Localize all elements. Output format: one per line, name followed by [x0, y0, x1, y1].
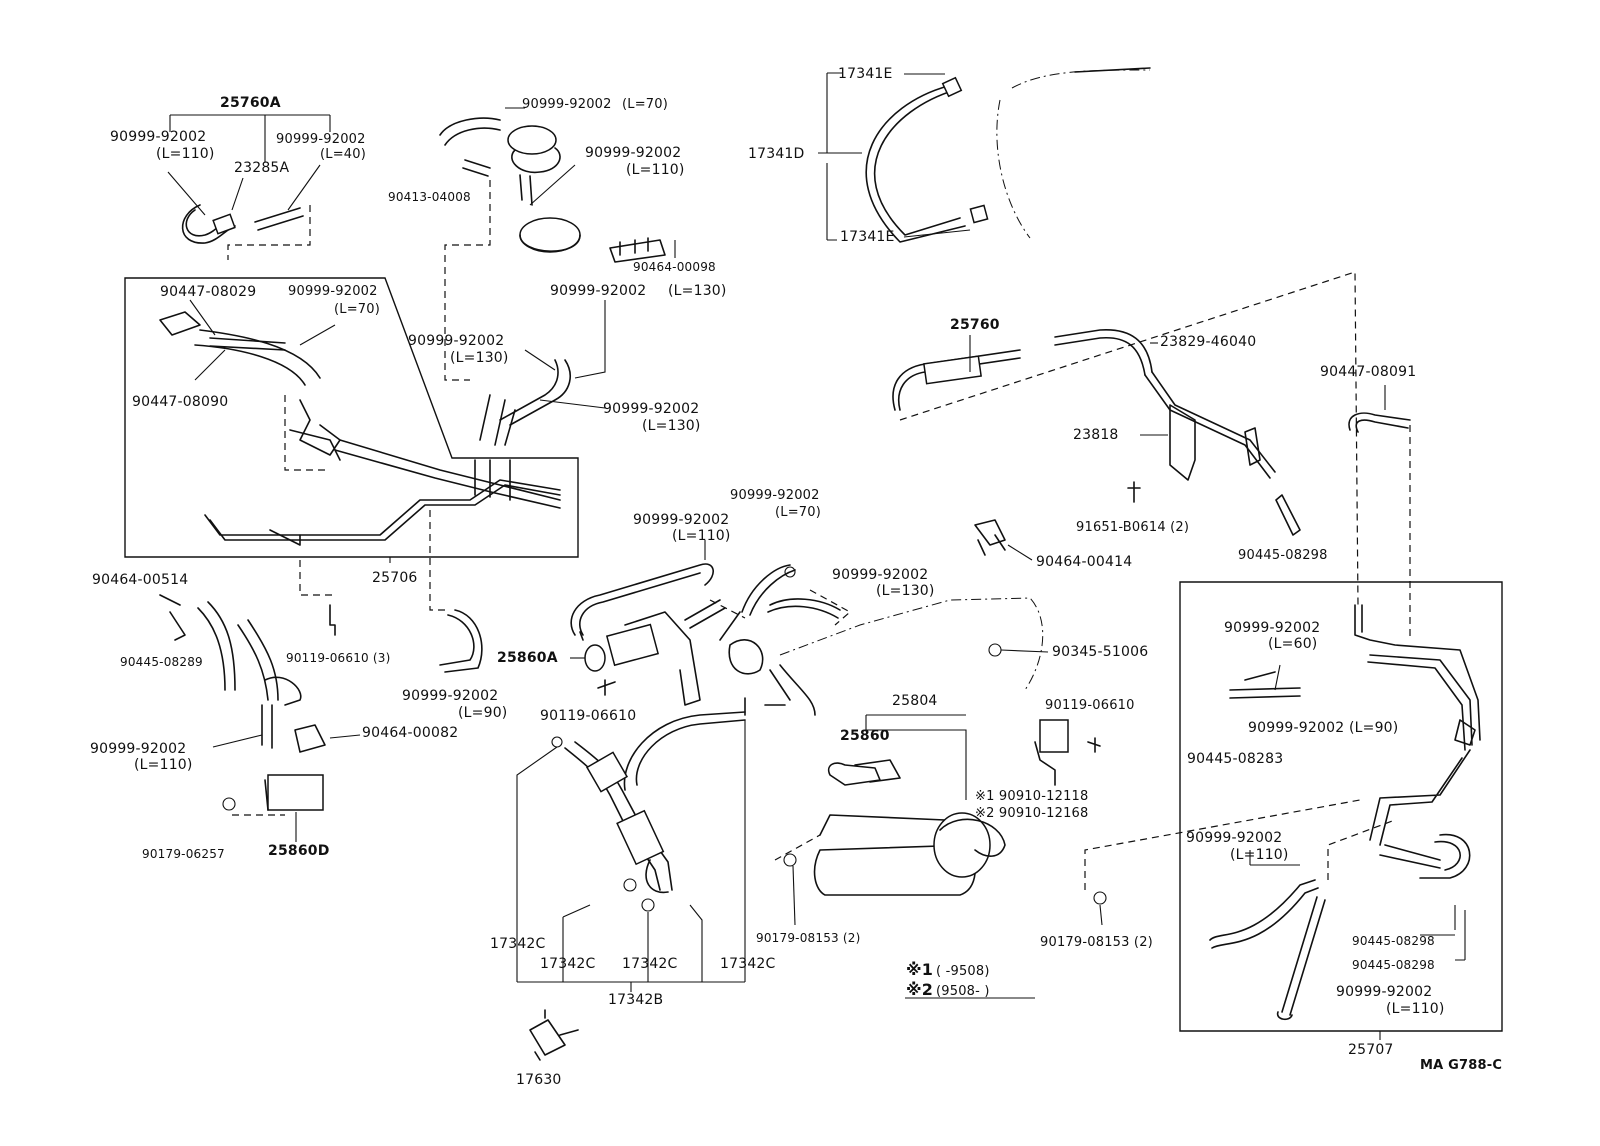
- label-17341e-bottom: 17341E: [840, 229, 895, 245]
- label-hose-110-e-length: (L=110): [1386, 1001, 1445, 1017]
- legend-key-1: ※1: [906, 960, 934, 979]
- label-17630: 17630: [516, 1072, 562, 1088]
- label-90119-06610-b: 90119-06610: [1045, 698, 1135, 713]
- hose-17341d-group: [818, 67, 1151, 243]
- label-90445-08298-b: 90445-08298: [1352, 934, 1435, 948]
- label-hose-110-a-length: (L=110): [156, 146, 215, 162]
- label-25860a: 25860A: [497, 650, 558, 666]
- legend-text-1: ( -9508): [936, 964, 990, 979]
- label-90179-08153-a: 90179-08153 (2): [756, 931, 861, 945]
- pipe-25760-group: [892, 271, 1359, 606]
- label-17342b: 17342B: [608, 992, 664, 1008]
- label-hose-110-c-length: (L=110): [672, 528, 731, 544]
- label-hose-130-a-length: (L=130): [668, 283, 727, 299]
- label-25804: 25804: [892, 693, 938, 709]
- label-90464-00414: 90464-00414: [1036, 554, 1133, 570]
- drawing-id: MA G788-C: [1420, 1058, 1503, 1073]
- label-25706: 25706: [372, 570, 418, 586]
- label-17342c-b: 17342C: [540, 956, 596, 972]
- label-hose-110-top-length: (L=110): [626, 162, 685, 178]
- label-90447-08090: 90447-08090: [132, 394, 229, 410]
- vsv-25860a-group: [570, 540, 852, 706]
- label-hose-90-b: 90999-92002 (L=90): [1248, 720, 1399, 736]
- label-17342c-c: 17342C: [622, 956, 678, 972]
- label-hose-130-d: 90999-92002: [832, 567, 929, 583]
- label-17342c-a: 17342C: [490, 936, 546, 952]
- label-90464-00098: 90464-00098: [633, 260, 716, 274]
- label-hose-130-a: 90999-92002: [550, 283, 647, 299]
- label-90445-08298-c: 90445-08298: [1352, 958, 1435, 972]
- label-hose-70-c-length: (L=70): [775, 505, 822, 520]
- label-90179-06257: 90179-06257: [142, 847, 225, 861]
- label-90345-51006: 90345-51006: [1052, 644, 1149, 660]
- label-hose-130-b: 90999-92002: [408, 333, 505, 349]
- label-25707: 25707: [1348, 1042, 1394, 1058]
- label-25860: 25860: [840, 728, 890, 744]
- label-90445-08283: 90445-08283: [1187, 751, 1284, 767]
- vsv-25860d-group: [159, 594, 361, 842]
- label-17342c-d: 17342C: [720, 956, 776, 972]
- label-hose-110-a: 90999-92002: [110, 129, 207, 145]
- label-hose-40-length: (L=40): [320, 147, 367, 162]
- label-91651-b0614: 91651-B0614 (2): [1076, 520, 1190, 535]
- label-hose-70-top: 90999-92002: [522, 97, 612, 112]
- label-90464-00514: 90464-00514: [92, 572, 189, 588]
- pipe-assembly-25706-box: [124, 277, 606, 611]
- vacuum-tank-group: [439, 107, 676, 381]
- label-hose-130-d-length: (L=130): [876, 583, 935, 599]
- label-90179-08153-b: 90179-08153 (2): [1040, 935, 1153, 950]
- canister-25804-group: [774, 714, 1006, 926]
- bolt-90179-08153: [1093, 891, 1107, 905]
- label-90119-06610-a: 90119-06610: [540, 708, 637, 724]
- label-90464-00082: 90464-00082: [362, 725, 459, 741]
- label-90447-08029: 90447-08029: [160, 284, 257, 300]
- label-hose-70-top-length: (L=70): [622, 97, 669, 112]
- label-hose-110-b-length: (L=110): [134, 757, 193, 773]
- label-90447-08091: 90447-08091: [1320, 364, 1417, 380]
- label-hose-110-e: 90999-92002: [1336, 984, 1433, 1000]
- label-hose-130-c-length: (L=130): [642, 418, 701, 434]
- label-hose-110-top: 90999-92002: [585, 145, 682, 161]
- label-23285a: 23285A: [234, 160, 290, 176]
- label-hose-70-b: 90999-92002: [288, 284, 378, 299]
- legend-key-2: ※2: [906, 980, 934, 999]
- label-hose-110-b: 90999-92002: [90, 741, 187, 757]
- legend-text-2: (9508- ): [936, 984, 990, 999]
- label-hose-90-length: (L=90): [458, 705, 508, 721]
- label-17341d: 17341D: [748, 146, 805, 162]
- vsv-right-group: [988, 643, 1101, 786]
- label-hose-110-d: 90999-92002: [1186, 830, 1283, 846]
- label-hose-70-c: 90999-92002: [730, 488, 820, 503]
- hose-17342-group: [516, 697, 746, 1061]
- intake-outline: [728, 597, 1044, 716]
- clip-90464-00414: [974, 519, 1033, 561]
- label-25760: 25760: [950, 317, 1000, 333]
- label-90119-06610-3: 90119-06610 (3): [286, 651, 391, 665]
- hose-assembly-25760a: [167, 114, 331, 260]
- label-17341e-top: 17341E: [838, 66, 893, 82]
- label-note2: ※2 90910-12168: [975, 806, 1089, 821]
- label-23818: 23818: [1073, 427, 1119, 443]
- label-25760a: 25760A: [220, 95, 281, 111]
- label-hose-60: 90999-92002: [1224, 620, 1321, 636]
- label-23829-46040: 23829-46040: [1160, 334, 1257, 350]
- pipe-assembly-25707-box: [1084, 385, 1503, 1040]
- label-90445-08298-a: 90445-08298: [1238, 548, 1328, 563]
- label-hose-130-b-length: (L=130): [450, 350, 509, 366]
- label-90445-08289: 90445-08289: [120, 655, 203, 669]
- label-25860d: 25860D: [268, 843, 330, 859]
- hose-l90: [439, 609, 483, 673]
- label-hose-70-b-length: (L=70): [334, 302, 381, 317]
- label-hose-130-c: 90999-92002: [603, 401, 700, 417]
- label-hose-40: 90999-92002: [276, 132, 366, 147]
- label-hose-60-length: (L=60): [1268, 636, 1318, 652]
- label-note1: ※1 90910-12118: [975, 789, 1089, 804]
- label-hose-110-c: 90999-92002: [633, 512, 730, 528]
- label-hose-90: 90999-92002: [402, 688, 499, 704]
- label-90413-04008: 90413-04008: [388, 190, 471, 204]
- label-hose-110-d-length: (L=110): [1230, 847, 1289, 863]
